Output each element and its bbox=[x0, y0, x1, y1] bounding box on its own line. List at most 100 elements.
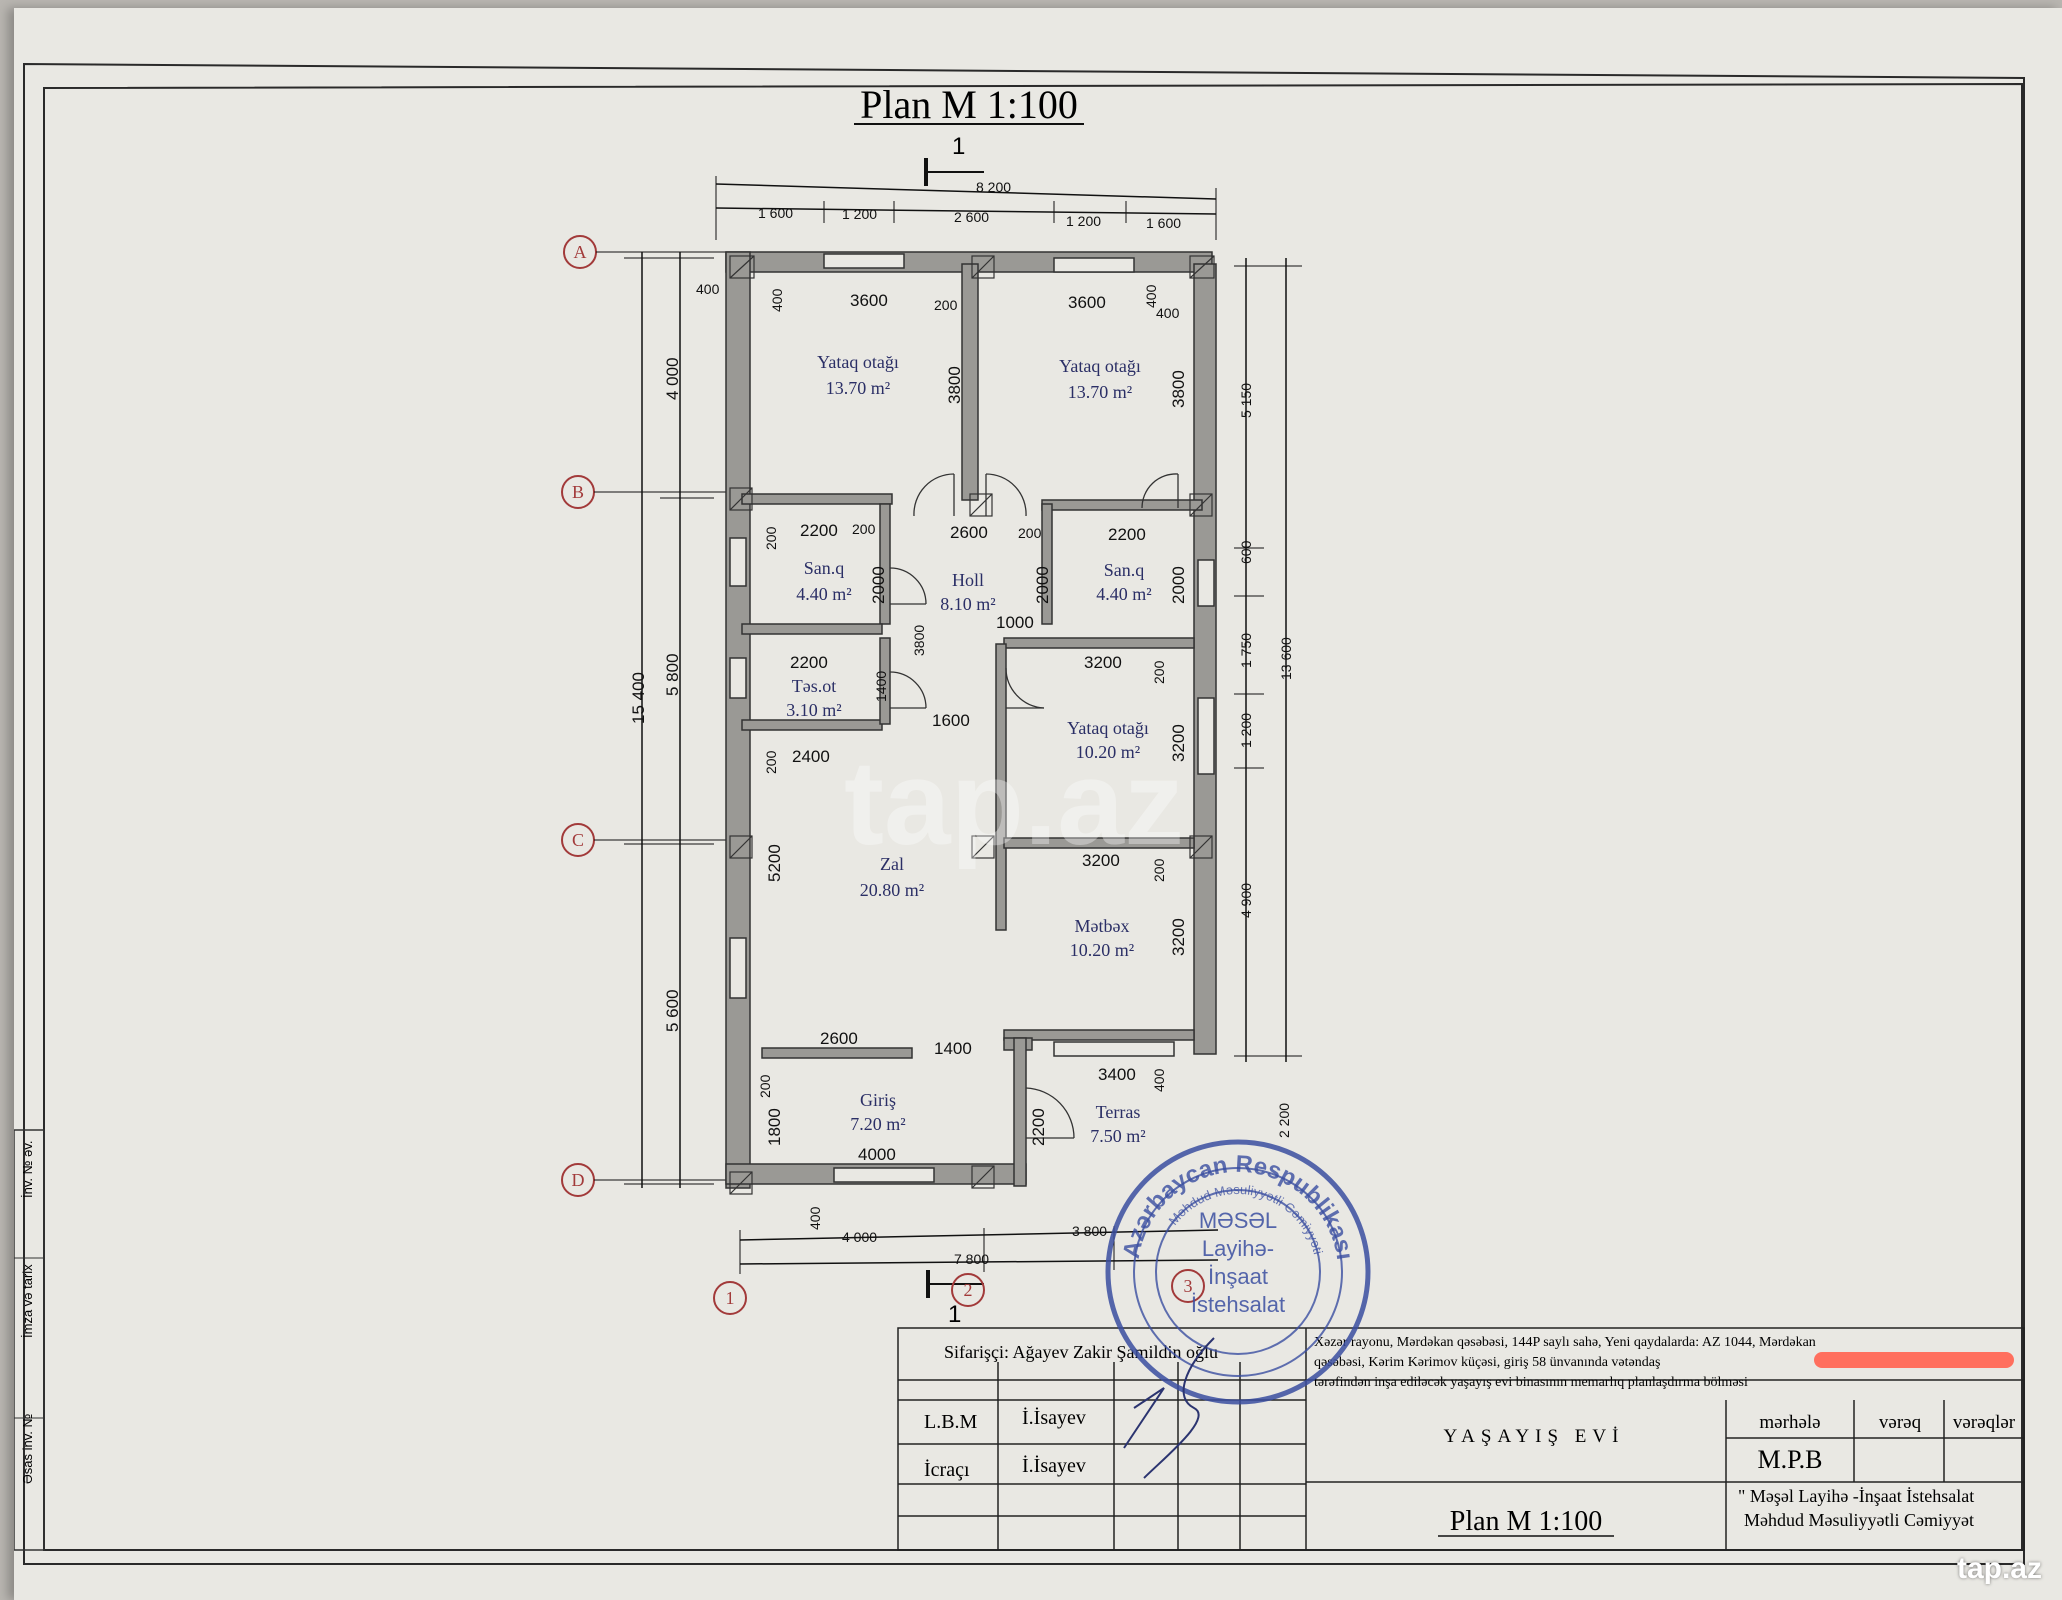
svg-text:4000: 4000 bbox=[858, 1145, 896, 1164]
stamp-center-4: İstehsalat bbox=[1191, 1292, 1285, 1317]
svg-text:2000: 2000 bbox=[869, 566, 888, 604]
svg-text:200: 200 bbox=[934, 297, 958, 313]
section-mark-top: 1 bbox=[924, 133, 984, 186]
room-name-bathroom-2: San.q bbox=[1104, 560, 1145, 580]
svg-text:2000: 2000 bbox=[1033, 566, 1052, 604]
svg-text:3200: 3200 bbox=[1084, 653, 1122, 672]
title-block-plan: Plan M 1:100 bbox=[1450, 1506, 1602, 1537]
room-name-bathroom-1: San.q bbox=[804, 558, 845, 578]
stage-label: mərhələ bbox=[1759, 1412, 1820, 1433]
dim-top-3: 2 600 bbox=[954, 209, 989, 225]
svg-text:400: 400 bbox=[807, 1206, 823, 1230]
svg-text:2600: 2600 bbox=[950, 523, 988, 542]
axis-B: B bbox=[572, 482, 584, 502]
svg-text:400: 400 bbox=[1143, 284, 1159, 308]
svg-text:5200: 5200 bbox=[765, 844, 784, 882]
svg-text:1: 1 bbox=[948, 1301, 961, 1328]
building-type: YAŞAYIŞ EVİ bbox=[1444, 1426, 1625, 1447]
address-line-3: tərəfindən inşa ediləcək yaşayış evi bin… bbox=[1314, 1375, 1748, 1390]
svg-text:3400: 3400 bbox=[1098, 1065, 1136, 1084]
dim-top-2: 1 200 bbox=[842, 206, 877, 222]
dim-right-6: 2 200 bbox=[1276, 1103, 1292, 1138]
svg-text:1400: 1400 bbox=[873, 671, 889, 702]
svg-text:1600: 1600 bbox=[932, 711, 970, 730]
floor-plan-drawing: Əsas inv. № İmza və tarix İnv. № əv. Pla… bbox=[14, 62, 2025, 1565]
windows bbox=[729, 253, 1215, 1183]
room-area-bedroom-3: 10.20 m² bbox=[1076, 742, 1140, 762]
dim-left-3: 5 600 bbox=[663, 989, 682, 1032]
svg-text:1800: 1800 bbox=[765, 1108, 784, 1146]
company-stamp: Azərbaycan Respublikası Məhdud Məsuliyyə… bbox=[1105, 1139, 1371, 1405]
address-line-1: Xəzər rayonu, Mərdəkan qəsəbəsi, 144P sa… bbox=[1314, 1335, 1816, 1350]
dim-right-total: 13 600 bbox=[1278, 637, 1294, 680]
drawing-sheet: Əsas inv. № İmza və tarix İnv. № əv. Pla… bbox=[14, 8, 2062, 1600]
axis-A: A bbox=[574, 242, 587, 262]
room-area-hall: 8.10 m² bbox=[940, 594, 995, 614]
dim-bottom-1: 4 000 bbox=[842, 1229, 877, 1245]
svg-text:200: 200 bbox=[763, 750, 779, 774]
side-stamp-strip: Əsas inv. № İmza və tarix İnv. № əv. bbox=[14, 1129, 45, 1551]
dim-right-2: 600 bbox=[1238, 540, 1254, 564]
room-name-terrace: Terras bbox=[1096, 1102, 1141, 1122]
svg-text:400: 400 bbox=[696, 281, 720, 297]
axis-1: 1 bbox=[726, 1288, 735, 1308]
svg-text:200: 200 bbox=[1151, 858, 1167, 882]
svg-text:3200: 3200 bbox=[1082, 851, 1120, 870]
top-dimension-lines: 8 200 1 600 1 200 2 600 1 200 1 600 bbox=[715, 176, 1217, 240]
dim-right-3: 1 750 bbox=[1238, 633, 1254, 668]
svg-text:1400: 1400 bbox=[934, 1039, 972, 1058]
room-name-kitchen: Mətbəx bbox=[1075, 916, 1130, 936]
axis-2: 2 bbox=[964, 1280, 973, 1300]
room-name-living: Zal bbox=[880, 854, 904, 874]
room-labels: Yataq otağı 13.70 m² Yataq otağı 13.70 m… bbox=[786, 352, 1151, 1146]
stamp-center-1: MƏSƏL bbox=[1199, 1208, 1277, 1233]
dim-top-1: 1 600 bbox=[758, 205, 793, 221]
company-line-1: " Məşəl Layihə -İnşaat İstehsalat bbox=[1738, 1486, 1974, 1506]
room-area-bathroom-1: 4.40 m² bbox=[796, 584, 851, 604]
walls bbox=[725, 251, 1217, 1189]
lbm-label: L.B.M bbox=[924, 1411, 978, 1433]
address-line-2: qəsəbəsi, Kərim Kərimov küçəsi, giriş 58… bbox=[1314, 1355, 1660, 1370]
bottom-dimension-lines: 4 000 3 800 7 800 bbox=[739, 1223, 1219, 1274]
svg-text:2200: 2200 bbox=[1108, 525, 1146, 544]
axis-bubbles: A B C D 1 2 3 bbox=[561, 235, 1205, 1315]
right-dimension-lines: 5 150 600 1 750 1 200 4 900 13 600 2 200 bbox=[1234, 258, 1302, 1138]
dim-right-5: 4 900 bbox=[1238, 883, 1254, 918]
svg-text:200: 200 bbox=[763, 526, 779, 550]
column-hatches bbox=[729, 255, 1215, 1195]
side-label-inv-ev: İnv. № əv. bbox=[20, 1140, 35, 1198]
room-area-bedroom-2: 13.70 m² bbox=[1068, 382, 1132, 402]
svg-text:400: 400 bbox=[1156, 305, 1180, 321]
room-name-bedroom-1: Yataq otağı bbox=[817, 352, 899, 372]
dim-left-1: 4 000 bbox=[663, 357, 682, 400]
room-name-bedroom-3: Yataq otağı bbox=[1067, 718, 1149, 738]
room-name-entrance: Giriş bbox=[860, 1090, 896, 1110]
svg-text:200: 200 bbox=[852, 521, 876, 537]
axis-3: 3 bbox=[1184, 1276, 1193, 1296]
section-mark-bottom: 1 bbox=[926, 1270, 984, 1328]
sheet-label: vərəq bbox=[1879, 1412, 1922, 1433]
client-name: Sifarişçi: Ağayev Zakir Şamildin oğlu bbox=[944, 1342, 1218, 1362]
title-block-text: Sifarişçi: Ağayev Zakir Şamildin oğlu Xə… bbox=[924, 1335, 2016, 1537]
outer-frame bbox=[23, 62, 2025, 1565]
svg-text:2000: 2000 bbox=[1169, 566, 1188, 604]
plan-title: Plan M 1:100 bbox=[860, 82, 1078, 127]
room-area-terrace: 7.50 m² bbox=[1090, 1126, 1145, 1146]
svg-text:2600: 2600 bbox=[820, 1029, 858, 1048]
svg-text:1: 1 bbox=[952, 133, 965, 160]
svg-text:400: 400 bbox=[769, 288, 785, 312]
svg-text:3600: 3600 bbox=[850, 291, 888, 310]
room-area-living: 20.80 m² bbox=[860, 880, 924, 900]
stamp-center-2: Layihə- bbox=[1202, 1236, 1274, 1261]
svg-text:2200: 2200 bbox=[1029, 1108, 1048, 1146]
side-label-signature: İmza və tarix bbox=[20, 1264, 35, 1338]
stage-value: M.P.B bbox=[1757, 1445, 1822, 1474]
svg-text:1000: 1000 bbox=[996, 613, 1034, 632]
svg-text:2400: 2400 bbox=[792, 747, 830, 766]
room-area-kitchen: 10.20 m² bbox=[1070, 940, 1134, 960]
dim-left-2: 5 800 bbox=[663, 653, 682, 696]
svg-text:3800: 3800 bbox=[945, 366, 964, 404]
stamp-center-3: İnşaat bbox=[1208, 1264, 1268, 1289]
room-name-hall: Holl bbox=[952, 570, 984, 590]
executor-name: İ.İsayev bbox=[1022, 1454, 1086, 1477]
